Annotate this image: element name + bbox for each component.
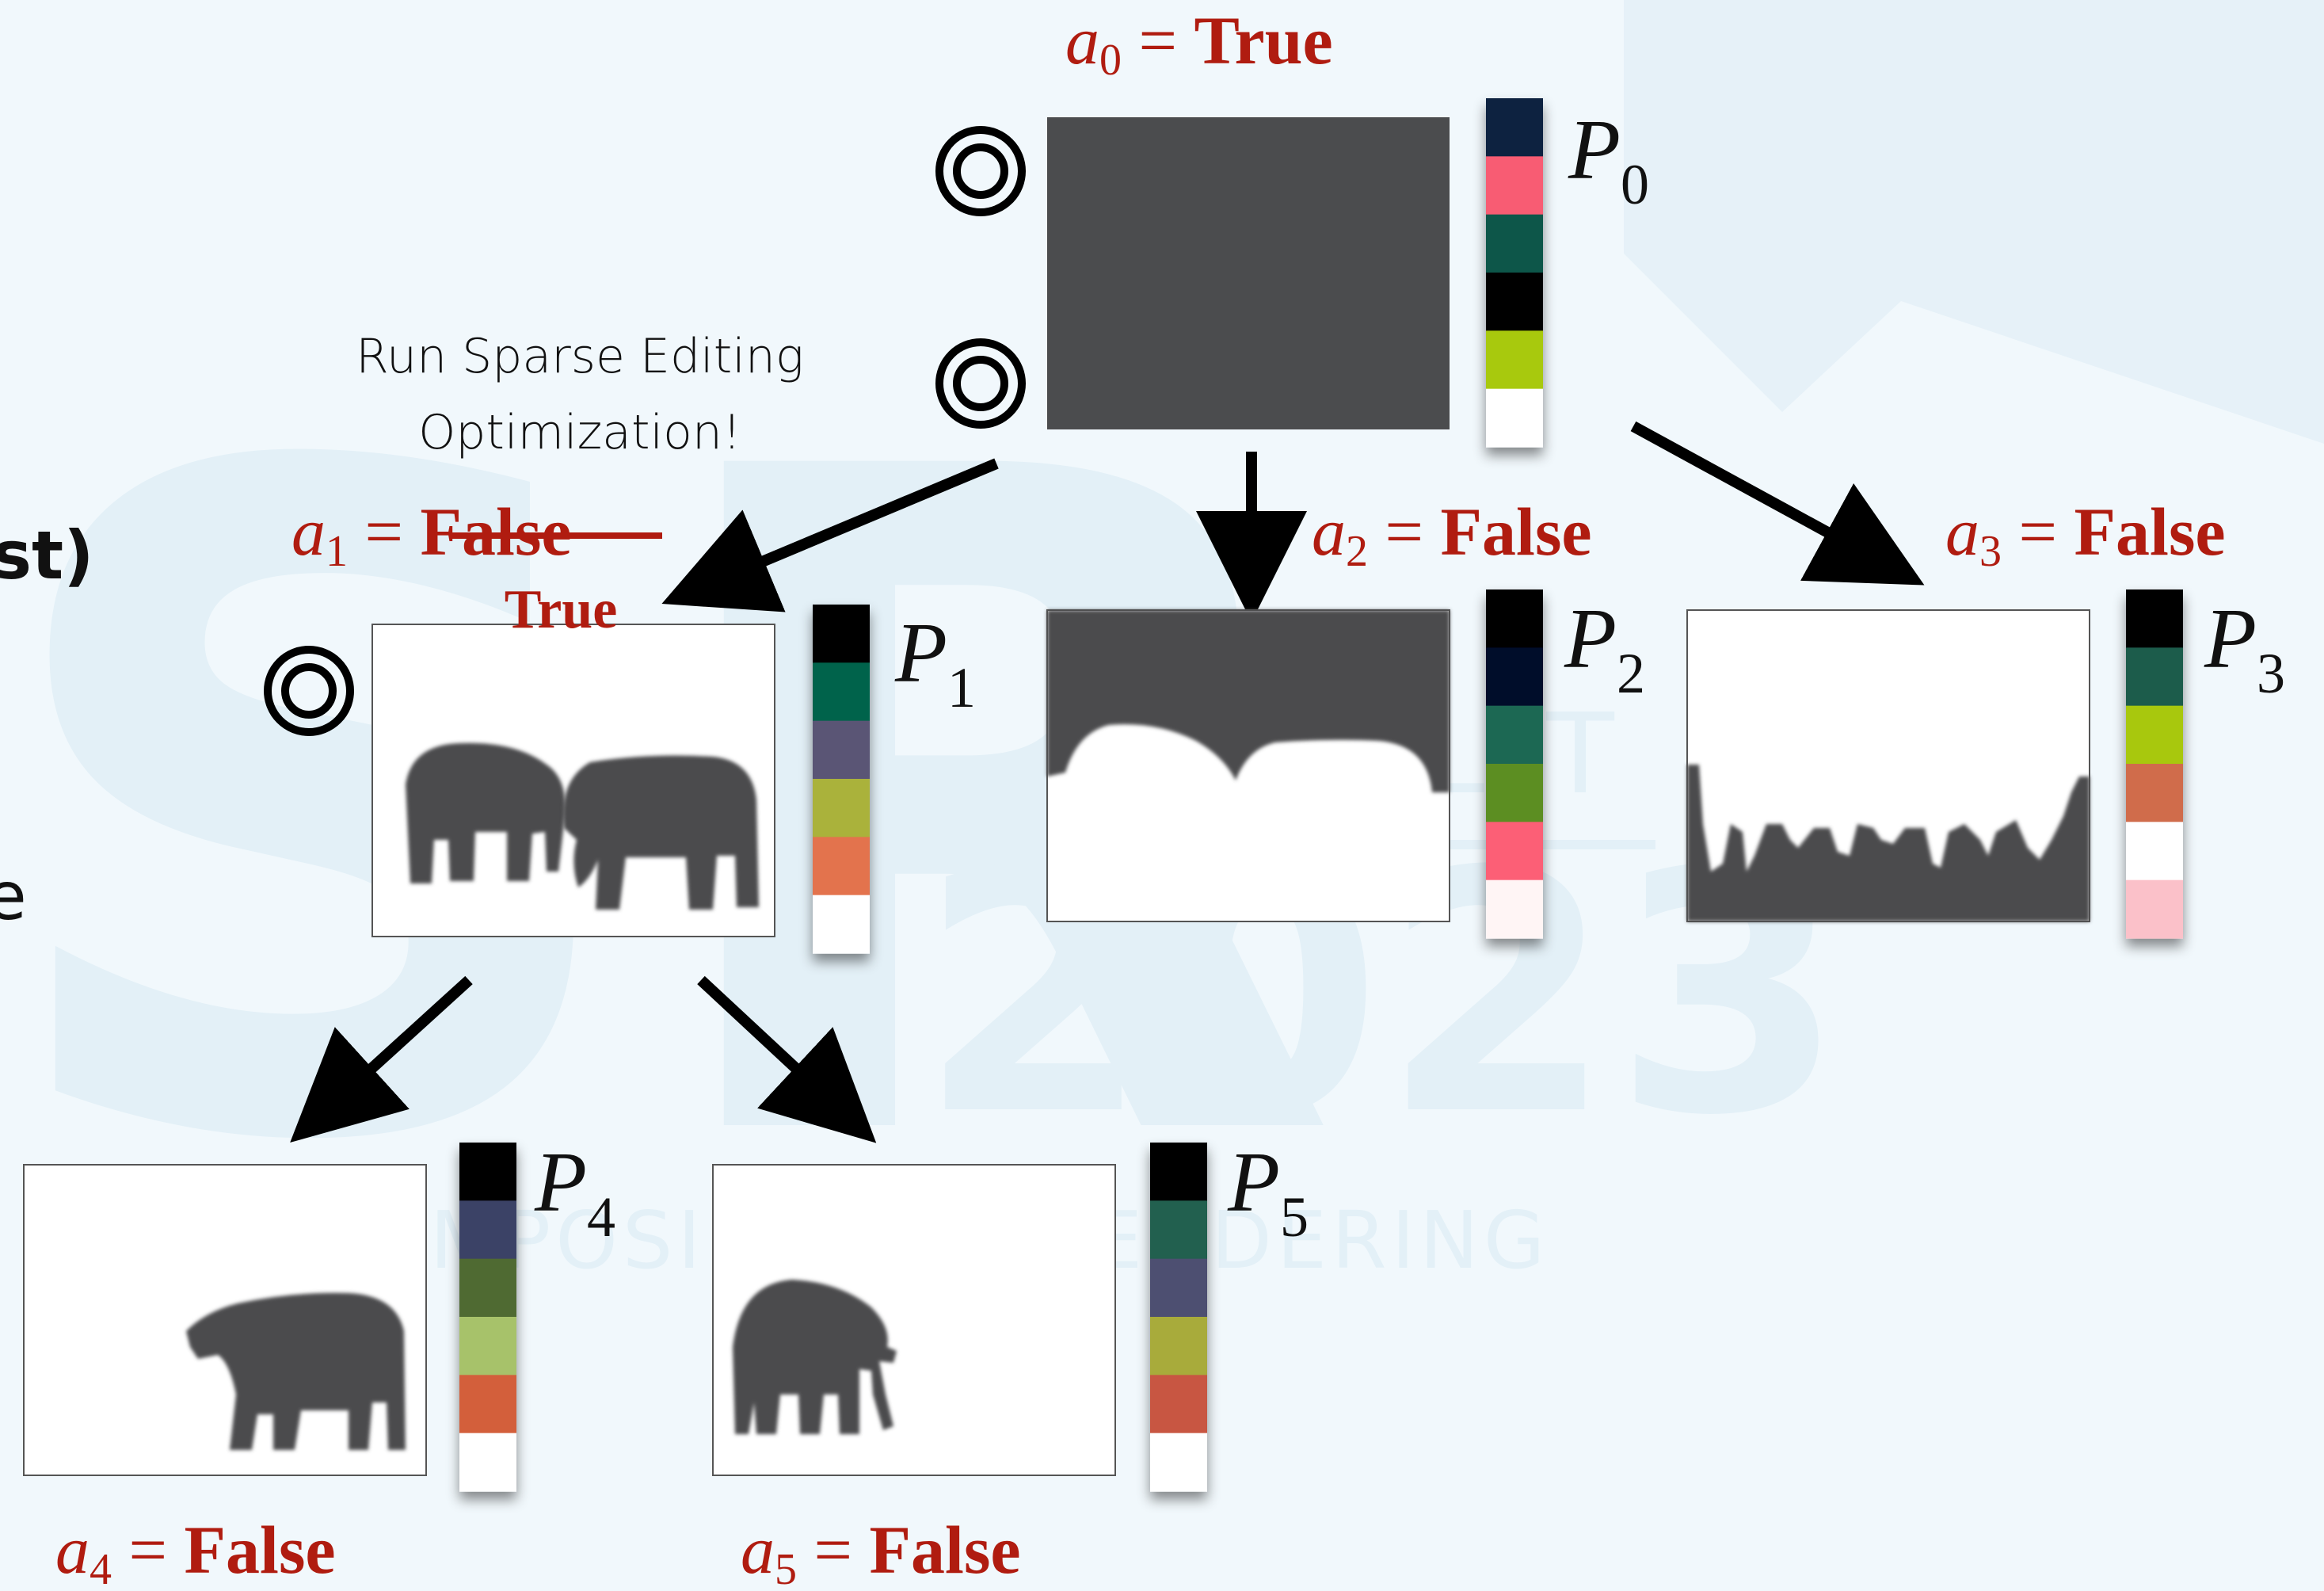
palette-2-swatch [1486, 879, 1543, 939]
label-a4: a4 = False [55, 1512, 336, 1591]
arrow-icon [290, 975, 473, 1143]
palette-label-p0: P0 [1568, 103, 1649, 216]
palette-3-swatch [2126, 822, 2183, 881]
palette-label-p5: P5 [1227, 1135, 1309, 1249]
palette-3-swatch [2126, 879, 2183, 939]
palette-4-swatch [459, 1200, 516, 1260]
palette-4-swatch [459, 1375, 516, 1434]
annotation-note: Run Sparse Editing Optimization! [356, 329, 804, 460]
palette-4-swatch [459, 1317, 516, 1375]
palette-5-swatch [1150, 1143, 1207, 1201]
palette-4 [459, 1143, 516, 1492]
palette-1-swatch [813, 720, 870, 780]
palette-2-swatch [1486, 764, 1543, 822]
mask-image-1 [371, 624, 775, 937]
note-line-2: Optimization! [418, 405, 741, 460]
palette-2-swatch [1486, 822, 1543, 881]
palette-5-swatch [1150, 1200, 1207, 1260]
label-a1-new-value: True [505, 579, 618, 640]
palette-5-swatch [1150, 1375, 1207, 1434]
palette-4-swatch [459, 1258, 516, 1318]
target-icons [264, 126, 1026, 736]
palette-0-swatch [1486, 330, 1543, 390]
mask-image-3 [1686, 609, 2090, 922]
palette-label-p1: P1 [894, 606, 976, 719]
arrows [290, 421, 1925, 1143]
palette-label-p2: P2 [1564, 592, 1645, 705]
label-a5: a5 = False [741, 1512, 1021, 1591]
palette-1-swatch [813, 895, 870, 954]
palette-0-swatch [1486, 273, 1543, 331]
target-icon [935, 338, 1026, 429]
note-line-1: Run Sparse Editing [356, 329, 804, 384]
label-a1-struck-value: False [421, 494, 572, 570]
palette-3-swatch [2126, 589, 2183, 648]
palette-0-swatch [1486, 388, 1543, 448]
node-labels: a0 = True a1 = False True a2 = False a3 … [55, 2, 2226, 1591]
palette-2-swatch [1486, 647, 1543, 707]
mask-image-2 [1046, 609, 1450, 922]
palette-4-swatch [459, 1143, 516, 1201]
palette-label-p4: P4 [534, 1135, 615, 1249]
palette-3-swatch [2126, 705, 2183, 765]
palette-2-swatch [1486, 705, 1543, 765]
palettes [459, 98, 2183, 1492]
palette-5-swatch [1150, 1258, 1207, 1318]
label-a1: a1 = False [291, 494, 572, 576]
palette-4-swatch [459, 1433, 516, 1492]
palette-0 [1486, 98, 1543, 448]
palette-1-swatch [813, 779, 870, 837]
watermark-windmill [1624, 0, 2324, 444]
palette-labels: P0 P1 P2 P3 P4 P5 [534, 103, 2285, 1249]
arrow-icon [697, 975, 877, 1143]
palette-2 [1486, 589, 1543, 939]
palette-3-swatch [2126, 647, 2183, 707]
palette-3 [2126, 589, 2183, 939]
palette-3-swatch [2126, 764, 2183, 822]
palette-1-swatch [813, 662, 870, 722]
palette-2-swatch [1486, 589, 1543, 648]
label-a2: a2 = False [1312, 494, 1592, 576]
mask-image-4 [23, 1164, 427, 1476]
mask-image-0 [1047, 117, 1450, 429]
label-a3: a3 = False [1945, 494, 2226, 576]
palette-5-swatch [1150, 1433, 1207, 1492]
mask-image-5 [712, 1164, 1116, 1476]
palette-5 [1150, 1143, 1207, 1492]
left-fragment-2: e [0, 857, 27, 935]
palette-0-swatch [1486, 98, 1543, 157]
palette-0-swatch [1486, 156, 1543, 216]
palette-1-swatch [813, 605, 870, 663]
palette-5-swatch [1150, 1317, 1207, 1375]
arrow-icon [661, 458, 999, 612]
palette-1-swatch [813, 837, 870, 896]
palette-0-swatch [1486, 214, 1543, 273]
target-icon [935, 126, 1026, 216]
target-icon [264, 646, 354, 736]
left-fragment-1: st) [0, 517, 94, 594]
label-a0: a0 = True [1065, 2, 1333, 85]
palette-1 [813, 605, 870, 954]
palette-label-p3: P3 [2204, 592, 2285, 705]
arrow-icon [1630, 421, 1925, 586]
